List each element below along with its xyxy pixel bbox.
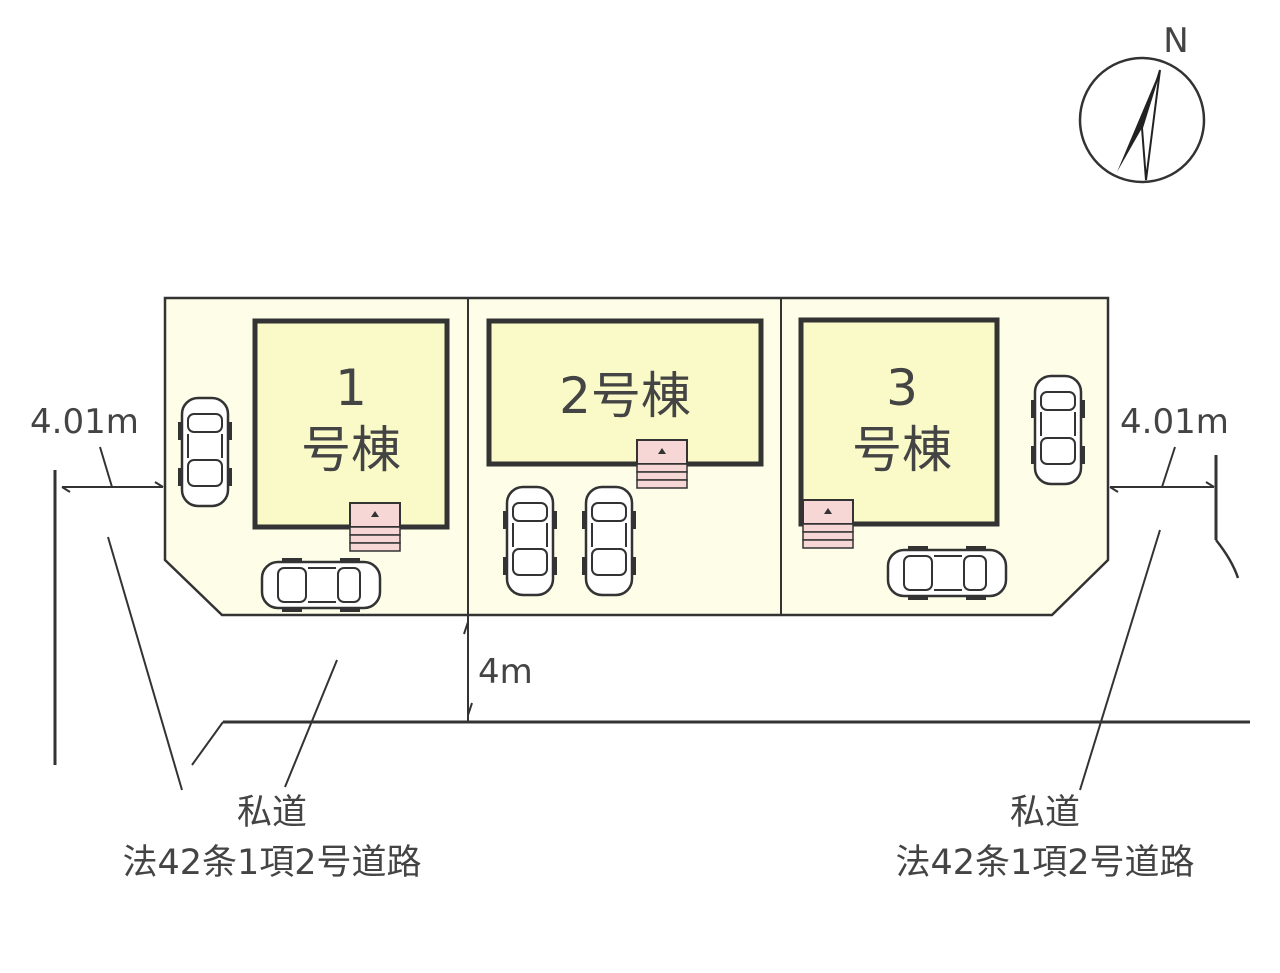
building-3-suffix: 号棟 (852, 421, 952, 479)
building-3-number: 3 (886, 359, 918, 417)
road-lines (53, 455, 1250, 766)
dim-right-label: 4.01m (1120, 402, 1229, 442)
road-right-line1: 私道 (1010, 793, 1080, 833)
north-label: N (1163, 21, 1188, 61)
car-2a (501, 485, 559, 597)
dim-front-label: 4m (478, 652, 533, 692)
north-compass: N (1078, 21, 1206, 184)
building-2-label: 2号棟 (559, 367, 691, 425)
road-right-line2: 法42条1項2号道路 (895, 843, 1194, 883)
building-1-suffix: 号棟 (301, 421, 401, 479)
building-1-number: 1 (335, 359, 367, 417)
dim-left-label: 4.01m (30, 402, 139, 442)
building-2: 2号棟 (486, 318, 764, 489)
road-left-line1: 私道 (237, 793, 307, 833)
car-3a (1029, 374, 1087, 486)
building-3: 3 号棟 (798, 317, 1000, 549)
road-left-line2: 法42条1項2号道路 (122, 843, 421, 883)
dimension-lines (61, 446, 1215, 791)
compass-needle-icon (1117, 70, 1160, 172)
car-1b (260, 556, 382, 614)
car-2b (580, 485, 638, 597)
car-3b (886, 544, 1008, 602)
building-1: 1 号棟 (252, 318, 450, 552)
car-1a (176, 396, 234, 508)
